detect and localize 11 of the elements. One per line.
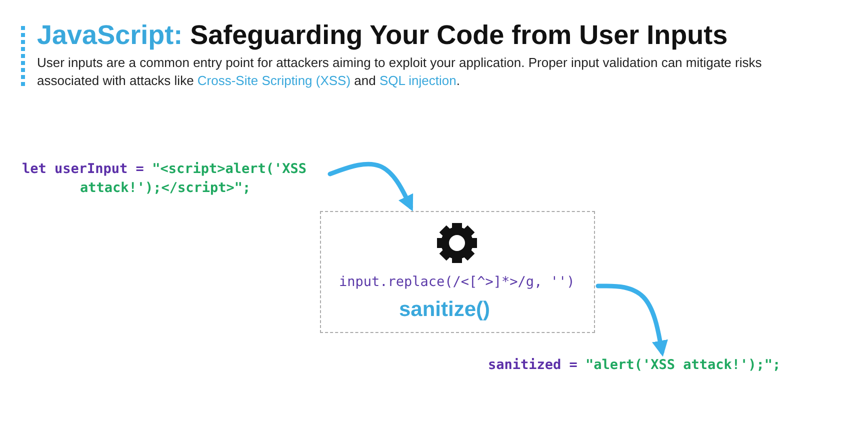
code-text: let userInput = "<script>alert('XSS attack!');</script>"; <box>22 160 308 198</box>
link: SQL injection <box>379 73 456 88</box>
link: Cross-Site Scripting (XSS) <box>197 73 351 88</box>
curved-arrow <box>596 284 668 357</box>
code-text: input.replace(/<[^>]*>/g, '') <box>339 274 575 290</box>
intro-paragraph: User inputs are a common entry point for attackers aiming to exploit your application. Proper input validation can mitigate risks associated with attacks like Cross-Site Scripting (XSS) and SQL injection. <box>37 54 763 90</box>
curved-arrow <box>328 162 414 212</box>
process-box <box>320 211 595 333</box>
function-name: sanitize() <box>399 298 490 322</box>
title: JavaScript: Safeguarding Your Code from User Inputs <box>37 20 728 51</box>
code-text: sanitized = "alert('XSS attack!');"; <box>488 356 778 375</box>
